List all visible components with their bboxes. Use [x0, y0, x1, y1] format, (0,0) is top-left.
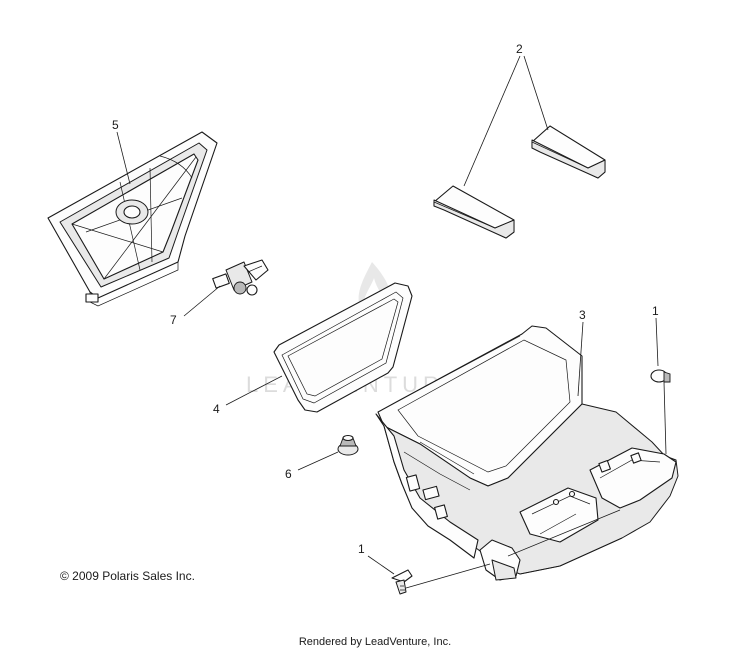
leader-1-top-b	[663, 381, 667, 455]
leader-4	[225, 375, 283, 406]
callout-1-top: 1	[652, 304, 659, 318]
leader-3	[577, 321, 584, 397]
part-2-foam-block-upper[interactable]	[531, 125, 606, 179]
leader-lines	[116, 55, 667, 589]
rendered-by-text: Rendered by LeadVenture, Inc.	[298, 636, 452, 648]
part-1-rivet-lower[interactable]	[391, 569, 413, 595]
part-7-sensor[interactable]	[212, 259, 269, 296]
leader-1-bottom-b	[405, 563, 491, 589]
callout-6: 6	[285, 467, 292, 481]
part-3-air-box[interactable]	[375, 325, 679, 581]
callouts: 5 2 7 4 3 1 6 1	[112, 42, 659, 556]
callout-1-bottom: 1	[358, 542, 365, 556]
leader-7	[183, 285, 221, 317]
leader-6	[297, 451, 339, 471]
watermark-flame-icon	[358, 262, 392, 320]
callout-3: 3	[579, 308, 586, 322]
part-4-gasket[interactable]	[273, 282, 413, 413]
callout-7: 7	[170, 313, 177, 327]
callout-2: 2	[516, 42, 523, 56]
copyright-text: © 2009 Polaris Sales Inc.	[60, 569, 195, 583]
leader-2-b	[523, 55, 549, 131]
callout-5: 5	[112, 118, 119, 132]
part-5-filter-cover[interactable]	[47, 131, 218, 307]
leader-2-a	[463, 55, 521, 187]
leader-1-top	[655, 317, 659, 367]
part-1-clip-upper[interactable]	[650, 369, 671, 383]
callout-4: 4	[213, 402, 220, 416]
part-2-foam-block-lower[interactable]	[433, 185, 515, 239]
leader-1-bottom	[367, 555, 395, 575]
part-6-grommet[interactable]	[337, 434, 359, 456]
leader-5	[116, 131, 131, 185]
